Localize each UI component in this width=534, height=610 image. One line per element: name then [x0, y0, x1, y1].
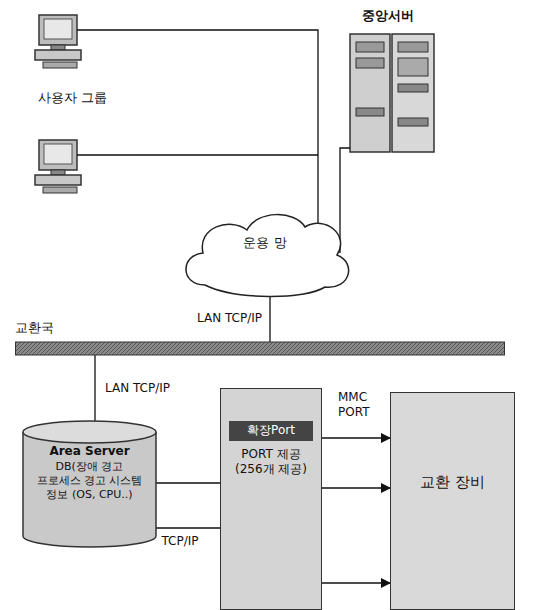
link-label: TCP/IP: [159, 534, 200, 548]
node-title: 운용 망: [175, 235, 355, 252]
node-title: Area Server: [32, 444, 147, 460]
node-body: PORT 제공 (256개 제공): [229, 447, 313, 478]
user-group: 사용자 그룹: [15, 10, 130, 210]
exchange-office-band: 교환국: [15, 320, 505, 358]
network-link: [156, 482, 220, 483]
extension-port-box: 확장PortPORT 제공 (256개 제공): [220, 388, 322, 610]
port-label: MMC PORT: [336, 390, 386, 420]
server-icon: [330, 8, 445, 168]
network-cloud: 운용 망: [175, 205, 355, 300]
network-link: [322, 582, 390, 583]
network-link: [322, 437, 390, 438]
network-link: [130, 30, 318, 225]
area-server-cylinder: Area ServerDB(장애 경고 프로세스 경고 시스템 정보 (OS, …: [22, 420, 157, 548]
link-label: LAN TCP/IP: [103, 381, 172, 395]
node-body: DB(장애 경고 프로세스 경고 시스템 정보 (OS, CPU..): [32, 460, 147, 503]
central-server: 중앙서버: [330, 8, 445, 168]
node-title: 사용자 그룹: [15, 90, 130, 107]
network-link: [322, 487, 390, 488]
pc-icons: [15, 10, 130, 210]
cloud-shape: [175, 205, 355, 300]
link-label: LAN TCP/IP: [195, 311, 264, 325]
network-link: [156, 527, 220, 528]
node-title: 중앙서버: [330, 8, 445, 25]
network-link: [269, 294, 270, 342]
network-link: [94, 355, 95, 421]
switching-equipment-box: 교환 장비: [390, 392, 515, 610]
lan-bus-bar: [15, 320, 505, 358]
node-title: 교환 장비: [403, 473, 502, 493]
node-title: 확장Port: [229, 421, 313, 441]
